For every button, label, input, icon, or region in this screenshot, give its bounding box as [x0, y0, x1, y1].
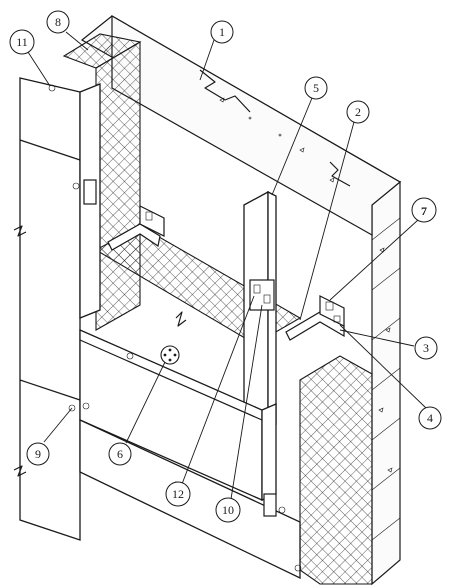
callout-6-label: 6 [117, 447, 123, 461]
vertical-guide-rail [243, 190, 277, 434]
callout-12: 12 [165, 481, 191, 507]
callout-12-label: 12 [172, 487, 184, 501]
callout-3: 3 [414, 336, 438, 360]
callout-4-label: 4 [427, 411, 433, 425]
callout-11: 11 [9, 29, 35, 55]
concrete-wall [80, 14, 402, 586]
callout-8: 8 [46, 10, 70, 34]
callout-11-label: 11 [16, 35, 28, 49]
callout-9-label: 9 [35, 447, 41, 461]
callout-5: 5 [304, 76, 328, 100]
callout-4: 4 [418, 406, 442, 430]
callout-2: 2 [346, 100, 370, 124]
callout-9: 9 [26, 442, 50, 466]
callout-10-label: 10 [222, 503, 234, 517]
callout-7-label: 7 [421, 204, 427, 218]
callout-1-label: 1 [219, 25, 225, 39]
bracket-upper [107, 205, 165, 251]
callout-7: 7 [411, 197, 437, 223]
anchor-dowel [160, 345, 180, 365]
bracket-lower [285, 295, 345, 341]
leader-lines [27, 31, 427, 500]
callout-1: 1 [210, 20, 234, 44]
panel-fasteners [48, 84, 302, 572]
callout-3-label: 3 [423, 341, 429, 355]
callout-2-label: 2 [355, 105, 361, 119]
callout-6: 6 [108, 442, 132, 466]
callout-10: 10 [215, 497, 241, 523]
facade-panels [13, 77, 301, 580]
callout-5-label: 5 [313, 81, 319, 95]
callout-8-label: 8 [55, 15, 61, 29]
